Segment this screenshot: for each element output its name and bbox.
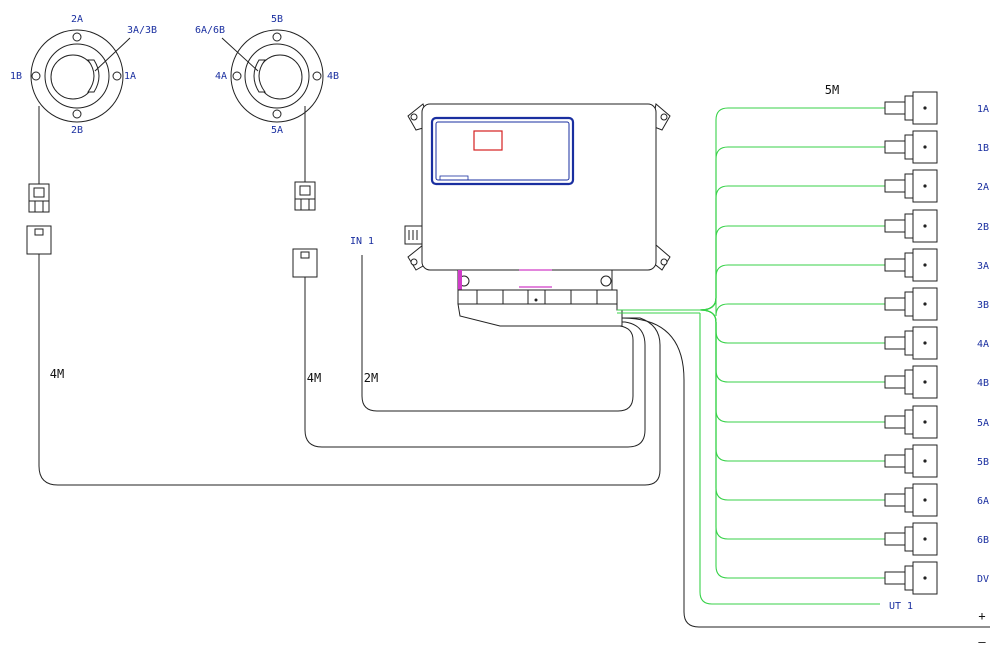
- sensor-right-left-label: 4A: [215, 71, 227, 82]
- output-wire: [699, 309, 885, 540]
- control-unit: [404, 103, 671, 327]
- output-ut-label: UT 1: [889, 601, 913, 612]
- sensor-left-callout-label: 3A/3B: [127, 25, 157, 36]
- output-connector: DV: [884, 561, 989, 595]
- output-connector: 6B: [884, 522, 989, 556]
- output-connector: 5A: [884, 405, 989, 439]
- output-wire: [699, 309, 885, 462]
- input-label: IN 1: [350, 236, 374, 247]
- power-plus-label: +: [978, 609, 985, 623]
- output-wire-ut: [699, 313, 880, 605]
- output-wire: [699, 309, 885, 383]
- status-led: [473, 130, 503, 151]
- output-connector: 3B: [884, 287, 989, 321]
- output-wire: [699, 309, 885, 579]
- output-label-3b: 3B: [977, 300, 989, 311]
- sensor-right-callout-label: 6A/6B: [195, 25, 225, 36]
- output-wire: [699, 309, 885, 344]
- plug-left-female: [26, 225, 52, 255]
- sensor-left-left-label: 1B: [10, 71, 22, 82]
- output-connector: 2A: [884, 169, 989, 203]
- output-wire: [699, 309, 885, 423]
- output-label-5b: 5B: [977, 457, 989, 468]
- output-cable-length-label: 5M: [825, 83, 839, 97]
- left-cable-length-label: 4M: [50, 367, 64, 381]
- output-wire: [699, 309, 885, 501]
- sensor-left-right-label: 1A: [124, 71, 136, 82]
- output-label-2a: 2A: [977, 182, 989, 193]
- sensor-right-right-label: 4B: [327, 71, 339, 82]
- right-cable-length-label: 4M: [307, 371, 321, 385]
- sensor-left-bottom-label: 2B: [71, 125, 83, 136]
- sensor-left-top-label: 2A: [71, 14, 83, 25]
- magenta-connector: [458, 270, 462, 296]
- sensor-right-top-label: 5B: [271, 14, 283, 25]
- output-label-dv: DV: [977, 574, 989, 585]
- output-wire: [699, 107, 885, 311]
- output-label-1b: 1B: [977, 143, 989, 154]
- output-label-1a: 1A: [977, 104, 989, 115]
- output-connector: 5B: [884, 444, 989, 478]
- output-connector: 3A: [884, 248, 989, 282]
- output-label-6a: 6A: [977, 496, 989, 507]
- output-wire: [699, 264, 885, 311]
- output-connector: 1A: [884, 91, 989, 125]
- output-label-6b: 6B: [977, 535, 989, 546]
- output-harness: [617, 107, 885, 605]
- output-wire: [699, 225, 885, 311]
- output-connectors: 1A 1B 2A 2B 3A 3B 4A 4B 5A 5B 6A 6B DV: [884, 91, 989, 595]
- output-connector: 1B: [884, 130, 989, 164]
- output-wire: [699, 146, 885, 311]
- sensor-right: 5B 5A 4A 4B 6A/6B: [195, 14, 339, 136]
- output-connector: 2B: [884, 209, 989, 243]
- plug-right-female: [292, 248, 318, 278]
- output-connector: 6A: [884, 483, 989, 517]
- output-label-4b: 4B: [977, 378, 989, 389]
- output-wire: [699, 297, 885, 317]
- sensor-right-bottom-label: 5A: [271, 125, 283, 136]
- output-wire: [699, 185, 885, 311]
- output-label-2b: 2B: [977, 222, 989, 233]
- power-minus-label: –: [978, 635, 986, 649]
- output-connector: 4B: [884, 365, 989, 399]
- plug-left-male: [28, 183, 50, 213]
- output-connector: 4A: [884, 326, 989, 360]
- power-cable: [621, 317, 990, 628]
- output-label-5a: 5A: [977, 418, 989, 429]
- plug-right-male: [294, 181, 316, 211]
- output-label-3a: 3A: [977, 261, 989, 272]
- output-label-4a: 4A: [977, 339, 989, 350]
- sensor-left: 2A 2B 1B 1A 3A/3B: [10, 14, 157, 136]
- input-cable-length-label: 2M: [364, 371, 378, 385]
- display-window: [430, 116, 575, 186]
